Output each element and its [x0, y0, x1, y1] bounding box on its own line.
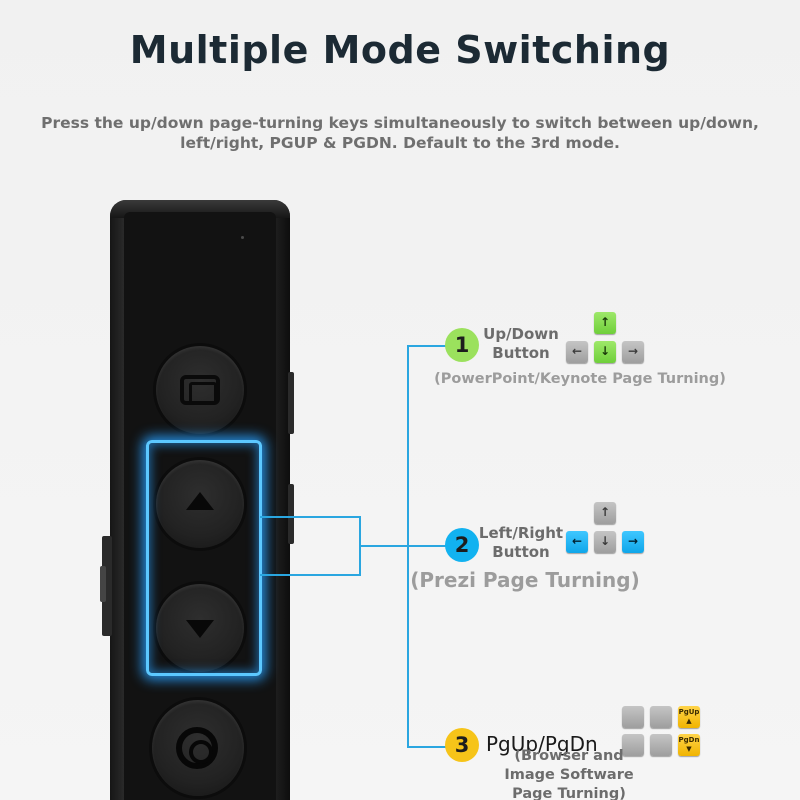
connector-mode-3: [407, 746, 447, 748]
mode-2-label-line-1: Left/Right: [478, 524, 564, 542]
connector-from-device-bottom: [260, 574, 360, 576]
mode-1-label-line-1: Up/Down: [483, 325, 559, 343]
subtitle-line-1: Press the up/down page-turning keys simu…: [41, 114, 759, 132]
mode-3-badge: 3: [445, 728, 479, 762]
side-switch-notch: [100, 566, 106, 602]
pgdn-arrow-icon: ▼: [686, 745, 692, 753]
mode-3-note-line-1: (Browser and: [514, 748, 624, 764]
connector-from-device-top: [260, 516, 360, 518]
pgup-key-text: PgUp: [678, 708, 700, 716]
connector-mode-2: [407, 545, 447, 547]
side-button-upper: [288, 372, 294, 434]
mode-2-key-up: ↑: [594, 502, 616, 524]
triangle-down-icon: [186, 620, 214, 638]
mode-1-key-down: ↓: [594, 341, 616, 363]
mode-2-note: (Prezi Page Turning): [410, 568, 640, 592]
mode-2-key-right: →: [622, 531, 644, 553]
mode-3-key-pgdn: PgDn ▼: [678, 734, 700, 756]
mode-1-label-line-2: Button: [492, 344, 550, 362]
subtitle-line-2: left/right, PGUP & PGDN. Default to the …: [180, 134, 620, 152]
mode-1-note: (PowerPoint/Keynote Page Turning): [434, 371, 726, 387]
mode-3-key-blank-2: [650, 706, 672, 728]
mode-3-label: PgUp/PgDn: [486, 732, 598, 756]
mode-2-key-left: ←: [566, 531, 588, 553]
highlight-glow-frame: [146, 440, 262, 676]
ring-icon: [176, 727, 218, 769]
connector-trunk-h: [360, 545, 408, 547]
mode-3-note: (Browser and Image Software Page Turning…: [488, 747, 650, 800]
mode-1-key-up: ↑: [594, 312, 616, 334]
side-button-middle: [288, 484, 294, 544]
device-window-button: [156, 346, 244, 434]
mode-1-label: Up/Down Button: [476, 325, 566, 363]
page-title: Multiple Mode Switching: [129, 28, 671, 72]
mode-1-key-right: →: [622, 341, 644, 363]
mode-2-key-down: ↓: [594, 531, 616, 553]
side-switch-left: [102, 536, 112, 636]
mode-3-key-blank-4: [650, 734, 672, 756]
window-rect-icon: [180, 375, 220, 405]
page-subtitle: Press the up/down page-turning keys simu…: [40, 113, 760, 153]
mode-3-key-pgup: PgUp ▲: [678, 706, 700, 728]
mode-3-note-line-3: Page Turning): [512, 786, 626, 800]
mode-1-badge: 1: [445, 328, 479, 362]
mode-3-key-blank-3: [622, 734, 644, 756]
mode-2-label-line-2: Button: [492, 543, 550, 561]
mode-3-key-blank-1: [622, 706, 644, 728]
pgdn-key-text: PgDn: [678, 736, 700, 744]
mode-2-badge: 2: [445, 528, 479, 562]
mode-1-key-left: ←: [566, 341, 588, 363]
pgup-arrow-icon: ▲: [686, 717, 692, 725]
mode-2-label: Left/Right Button: [474, 524, 568, 562]
mode-3-note-line-2: Image Software: [504, 767, 634, 783]
connector-mode-1: [407, 345, 447, 347]
device-led: [241, 236, 244, 239]
triangle-up-icon: [186, 492, 214, 510]
